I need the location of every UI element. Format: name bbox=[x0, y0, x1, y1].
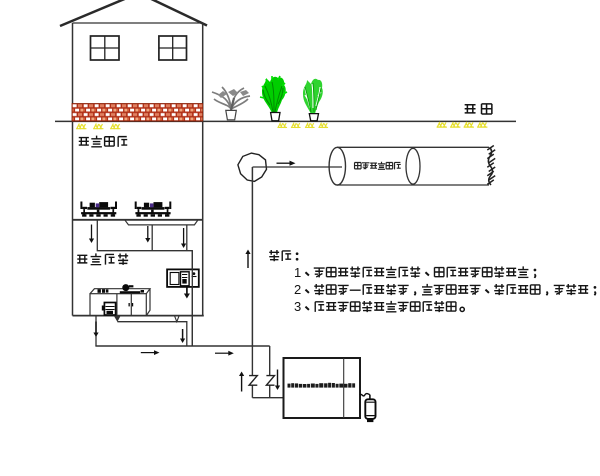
svg-text:2: 2 bbox=[294, 282, 301, 297]
svg-text:1: 1 bbox=[294, 265, 301, 280]
svg-text:3: 3 bbox=[294, 299, 301, 314]
